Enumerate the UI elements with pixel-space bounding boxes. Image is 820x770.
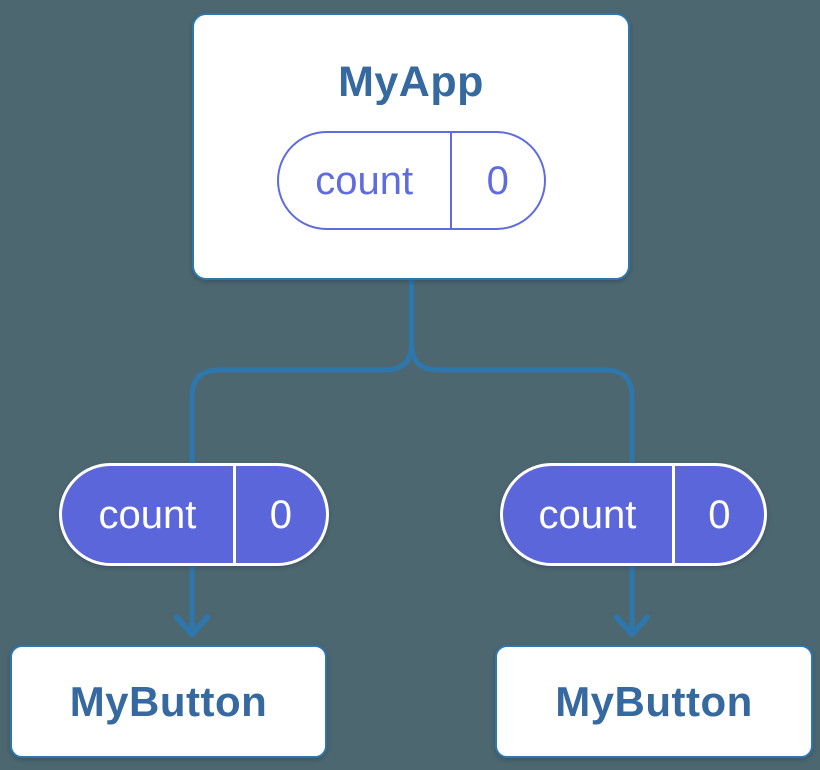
connector-root-to-left-child bbox=[189, 280, 414, 632]
mybutton-title: MyButton bbox=[555, 677, 753, 725]
prop-key-label: count bbox=[503, 466, 675, 563]
prop-key-label: count bbox=[62, 466, 236, 563]
root-state-pill: count 0 bbox=[276, 131, 546, 230]
connector-root-to-right-child bbox=[409, 280, 635, 632]
arrowhead-down-left-icon bbox=[173, 614, 211, 638]
myapp-title: MyApp bbox=[338, 58, 484, 106]
left-prop-pill: count 0 bbox=[59, 463, 329, 566]
prop-value-label: 0 bbox=[708, 492, 731, 537]
mybutton-title: MyButton bbox=[69, 677, 268, 725]
state-key-label: count bbox=[279, 133, 452, 228]
state-value-label: 0 bbox=[486, 158, 509, 203]
mybutton-card-left: MyButton bbox=[10, 645, 327, 758]
prop-value-label: 0 bbox=[269, 492, 293, 537]
mybutton-card-right: MyButton bbox=[495, 645, 813, 758]
right-prop-pill: count 0 bbox=[500, 463, 767, 566]
myapp-card: MyApp count 0 bbox=[192, 13, 630, 280]
arrowhead-down-right-icon bbox=[613, 614, 651, 638]
